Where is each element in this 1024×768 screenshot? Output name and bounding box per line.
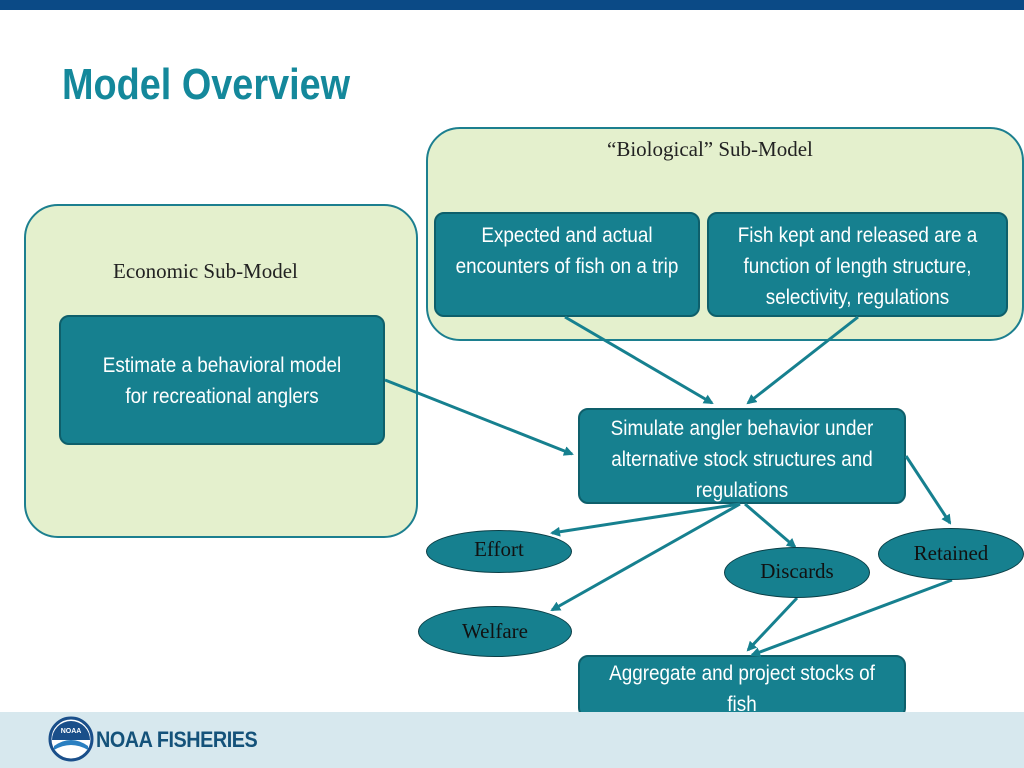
simulate-box: Simulate angler behavior under alternati… <box>578 408 906 504</box>
aggregate-box: Aggregate and project stocks of fish <box>578 655 906 718</box>
effort-oval: Effort <box>426 530 572 573</box>
footer-logo-text: NOAA FISHERIES <box>96 727 258 752</box>
welfare-oval: Welfare <box>418 606 572 657</box>
logo-badge-text: NOAA <box>61 728 82 735</box>
arrow-simulate-to-effort <box>550 502 741 537</box>
noaa-logo-icon: NOAA <box>48 716 94 762</box>
arrow-simulate-to-discards <box>744 502 797 549</box>
arrow-simulate-to-welfare <box>550 502 741 612</box>
biological-submodel-label: “Biological” Sub-Model <box>607 137 813 161</box>
discards-oval: Discards <box>724 547 870 598</box>
slide-title: Model Overview <box>62 60 351 109</box>
fish-kept-released-box: Fish kept and released are a function of… <box>707 212 1008 317</box>
arrow-retained-to-aggregate <box>750 578 953 657</box>
footer-band <box>0 712 1024 768</box>
top-bar <box>0 0 1024 10</box>
arrow-kept-to-simulate <box>746 315 859 405</box>
retained-oval: Retained <box>878 528 1024 580</box>
economic-submodel-label: Economic Sub-Model <box>113 259 298 283</box>
behavioral-model-box: Estimate a behavioral model for recreati… <box>59 315 385 445</box>
arrow-encounters-to-simulate <box>564 315 714 405</box>
arrow-behavioral-to-simulate <box>384 378 574 456</box>
encounters-box: Expected and actual encounters of fish o… <box>434 212 700 317</box>
arrow-simulate-to-retained <box>904 455 952 525</box>
arrow-discards-to-aggregate <box>746 596 799 652</box>
